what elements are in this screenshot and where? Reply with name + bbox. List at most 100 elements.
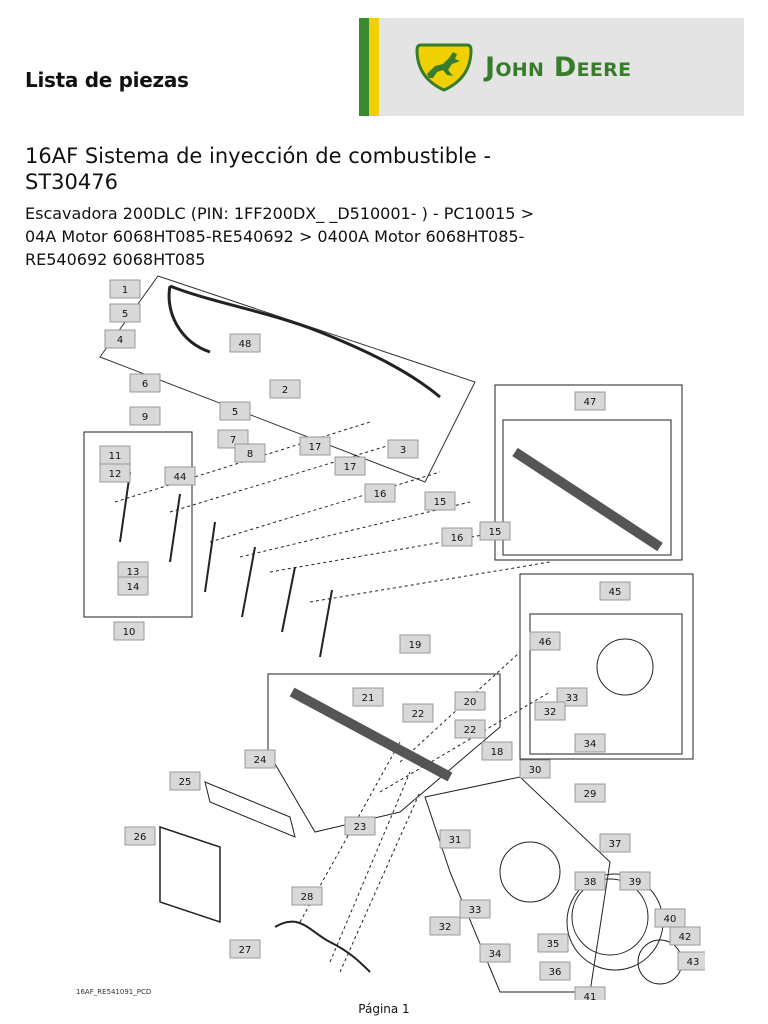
svg-text:33: 33 [566, 693, 579, 704]
svg-text:7: 7 [230, 435, 236, 446]
svg-text:33: 33 [469, 905, 482, 916]
svg-text:23: 23 [354, 822, 367, 833]
svg-text:9: 9 [142, 412, 148, 423]
callout-12: 12 [99, 463, 131, 483]
svg-text:36: 36 [549, 967, 562, 978]
callout-38: 38 [574, 871, 606, 891]
callout-41: 41 [574, 986, 606, 1000]
brand-green-stripe [359, 18, 369, 116]
drawing-id-label: 16AF_RE541091_PCD [76, 988, 151, 996]
svg-text:15: 15 [434, 497, 447, 508]
svg-text:47: 47 [584, 397, 597, 408]
callout-42: 42 [669, 926, 701, 946]
callout-17: 17 [299, 436, 331, 456]
svg-text:11: 11 [109, 451, 122, 462]
callout-15: 15 [424, 491, 456, 511]
callout-45: 45 [599, 581, 631, 601]
svg-text:2: 2 [282, 385, 288, 396]
brand-banner: John Deere [359, 18, 744, 116]
svg-text:46: 46 [539, 637, 552, 648]
callout-37: 37 [599, 833, 631, 853]
callout-32: 32 [429, 916, 461, 936]
brand-yellow-stripe [369, 18, 379, 116]
callout-23: 23 [344, 816, 376, 836]
page-footer: Página 1 [358, 1002, 410, 1016]
svg-text:5: 5 [122, 309, 128, 320]
callout-8: 8 [234, 443, 266, 463]
svg-text:17: 17 [309, 442, 322, 453]
callout-22: 22 [402, 703, 434, 723]
callout-27: 27 [229, 939, 261, 959]
svg-text:40: 40 [664, 914, 677, 925]
svg-text:14: 14 [127, 582, 140, 593]
callout-5: 5 [219, 401, 251, 421]
svg-text:37: 37 [609, 839, 622, 850]
callout-6: 6 [129, 373, 161, 393]
callout-24: 24 [244, 749, 276, 769]
callout-48: 48 [229, 333, 261, 353]
svg-text:30: 30 [529, 765, 542, 776]
svg-text:12: 12 [109, 469, 122, 480]
callout-15: 15 [479, 521, 511, 541]
deer-logo-icon [415, 43, 473, 92]
document-title: 16AF Sistema de inyección de combustible… [25, 144, 492, 194]
svg-text:34: 34 [489, 949, 502, 960]
svg-text:41: 41 [584, 992, 597, 1000]
callout-19: 19 [399, 634, 431, 654]
svg-text:5: 5 [232, 407, 238, 418]
svg-text:18: 18 [491, 747, 504, 758]
svg-text:13: 13 [127, 567, 140, 578]
svg-text:31: 31 [449, 835, 462, 846]
callout-40: 40 [654, 908, 686, 928]
svg-text:15: 15 [489, 527, 502, 538]
svg-text:27: 27 [239, 945, 252, 956]
callout-43: 43 [677, 951, 705, 971]
callout-26: 26 [124, 826, 156, 846]
callout-46: 46 [529, 631, 561, 651]
callout-33: 33 [459, 899, 491, 919]
document-subtitle: Escavadora 200DLC (PIN: 1FF200DX_ _D5100… [25, 204, 534, 269]
svg-text:16: 16 [374, 489, 387, 500]
svg-text:32: 32 [544, 707, 557, 718]
callout-44: 44 [164, 466, 196, 486]
svg-text:8: 8 [247, 449, 253, 460]
svg-text:32: 32 [439, 922, 452, 933]
svg-text:6: 6 [142, 379, 148, 390]
svg-text:48: 48 [239, 339, 252, 350]
callout-21: 21 [352, 687, 384, 707]
callout-34: 34 [479, 943, 511, 963]
callout-3: 3 [387, 439, 419, 459]
callout-35: 35 [537, 933, 569, 953]
callout-5: 5 [109, 303, 141, 323]
svg-text:45: 45 [609, 587, 622, 598]
svg-text:21: 21 [362, 693, 375, 704]
callout-31: 31 [439, 829, 471, 849]
svg-text:16: 16 [451, 533, 464, 544]
callout-11: 11 [99, 445, 131, 465]
svg-text:22: 22 [464, 725, 477, 736]
svg-text:39: 39 [629, 877, 642, 888]
callout-22: 22 [454, 719, 486, 739]
svg-text:42: 42 [679, 932, 692, 943]
svg-text:22: 22 [412, 709, 425, 720]
callout-39: 39 [619, 871, 651, 891]
callout-29: 29 [574, 783, 606, 803]
callout-30: 30 [519, 759, 551, 779]
callout-10: 10 [113, 621, 145, 641]
callout-2: 2 [269, 379, 301, 399]
svg-text:19: 19 [409, 640, 422, 651]
svg-text:20: 20 [464, 697, 477, 708]
svg-text:10: 10 [123, 627, 136, 638]
svg-text:3: 3 [400, 445, 406, 456]
callout-18: 18 [481, 741, 513, 761]
callout-14: 14 [117, 576, 149, 596]
svg-text:29: 29 [584, 789, 597, 800]
callout-16: 16 [364, 483, 396, 503]
callout-32: 32 [534, 701, 566, 721]
svg-text:43: 43 [687, 957, 700, 968]
svg-text:38: 38 [584, 877, 597, 888]
page-header-title: Lista de piezas [25, 68, 189, 92]
svg-text:1: 1 [122, 285, 128, 296]
callout-16: 16 [441, 527, 473, 547]
